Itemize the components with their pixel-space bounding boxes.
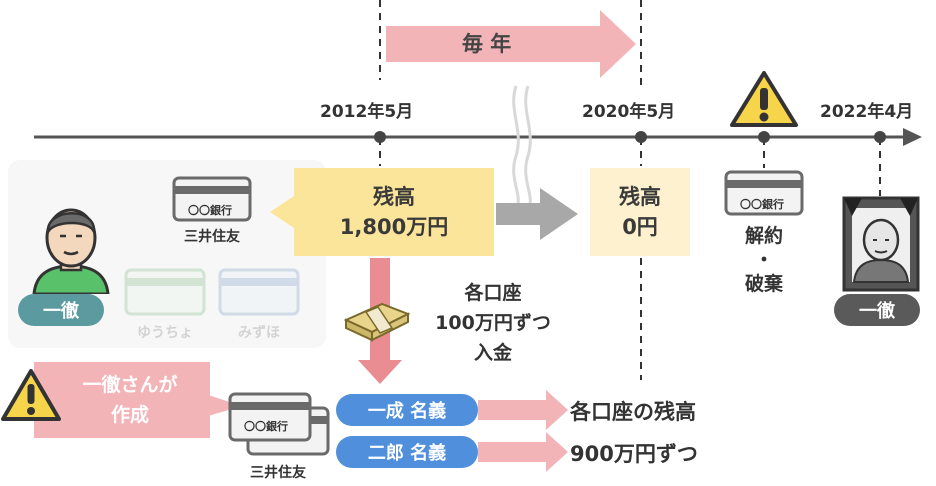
cancel-card-icon — [724, 170, 804, 216]
creator-callout-bg — [34, 362, 210, 438]
balance-decrease-arrow — [496, 188, 578, 240]
person-right-portrait — [842, 196, 920, 292]
bank-card-icon — [172, 176, 252, 222]
faded-bank-yucho: ゆうちょ — [137, 325, 193, 341]
cancel-label: 解約 ・ 破棄 — [738, 224, 790, 296]
balance-start-box: 残高 1,800万円 — [294, 168, 494, 256]
stack-card-text: 〇〇銀行 — [244, 420, 288, 433]
faded-card-yucho — [124, 268, 206, 320]
time-skip-line-2 — [524, 85, 532, 211]
timeline-arrowhead — [903, 128, 922, 146]
bank-label-top: 三井住友 — [184, 229, 240, 245]
timeline-dot-2022 — [874, 131, 886, 143]
person-left-name: 一徹 — [18, 294, 104, 326]
balance-pointer — [270, 196, 294, 228]
bank-card-text: 〇〇銀行 — [188, 204, 232, 217]
person-right-name: 一徹 — [834, 294, 920, 326]
faded-card-mizuho — [218, 268, 300, 320]
creator-callout-pointer — [208, 395, 242, 416]
faded-card-mizuho-icon — [218, 268, 300, 316]
date-2022: 2022年4月 — [820, 102, 914, 122]
cancel-line2: 破棄 — [744, 273, 783, 295]
account-arrow-2 — [478, 432, 568, 472]
time-skip-line-1 — [512, 85, 520, 211]
creator-line1: 一徹さんが — [82, 374, 178, 396]
timeline-dot-2012 — [374, 131, 386, 143]
person-left-avatar — [32, 208, 110, 294]
result-line1: 各口座の残高 — [570, 400, 696, 424]
balance-start-amount: 1,800万円 — [339, 215, 449, 239]
date-2020: 2020年5月 — [582, 102, 676, 122]
cancel-dot: ・ — [754, 249, 774, 271]
warning-icon — [730, 71, 798, 127]
account-arrow-1 — [478, 390, 568, 430]
result-line2: 900万円ずつ — [570, 442, 698, 466]
creator-line2: 作成 — [110, 404, 149, 426]
date-2012: 2012年5月 — [320, 102, 414, 122]
every-year-label: 毎 年 — [462, 32, 512, 56]
faded-card-yucho-icon — [124, 268, 206, 316]
balance-end-box: 残高 0円 — [590, 168, 690, 256]
cancel-card-text: 〇〇銀行 — [740, 198, 784, 211]
balance-end-title: 残高 — [619, 185, 661, 209]
balance-start-title: 残高 — [373, 185, 415, 209]
timeline-dot-cancel — [758, 131, 770, 143]
cancel-line1: 解約 — [744, 225, 783, 247]
account-pill-2: 二郎 名義 — [336, 436, 478, 468]
money-bundle-icon — [343, 302, 411, 342]
faded-bank-mizuho: みずほ — [238, 325, 280, 341]
every-year-arrow — [386, 10, 636, 78]
deposit-text: 各口座 100万円ずつ 入金 — [418, 278, 568, 368]
bank-label-bottom: 三井住友 — [250, 465, 306, 481]
deposit-line1: 各口座 — [464, 282, 522, 304]
timeline-dot-2020 — [635, 131, 647, 143]
deposit-line3: 入金 — [473, 342, 512, 364]
bank-cards-stack-icon — [228, 392, 330, 456]
account-pill-1: 一成 名義 — [336, 394, 478, 426]
balance-end-amount: 0円 — [622, 215, 658, 239]
creator-callout-text: 一徹さんが 作成 — [62, 370, 198, 430]
warning-icon-bottom — [1, 369, 61, 421]
deposit-line2: 100万円ずつ — [435, 312, 551, 334]
